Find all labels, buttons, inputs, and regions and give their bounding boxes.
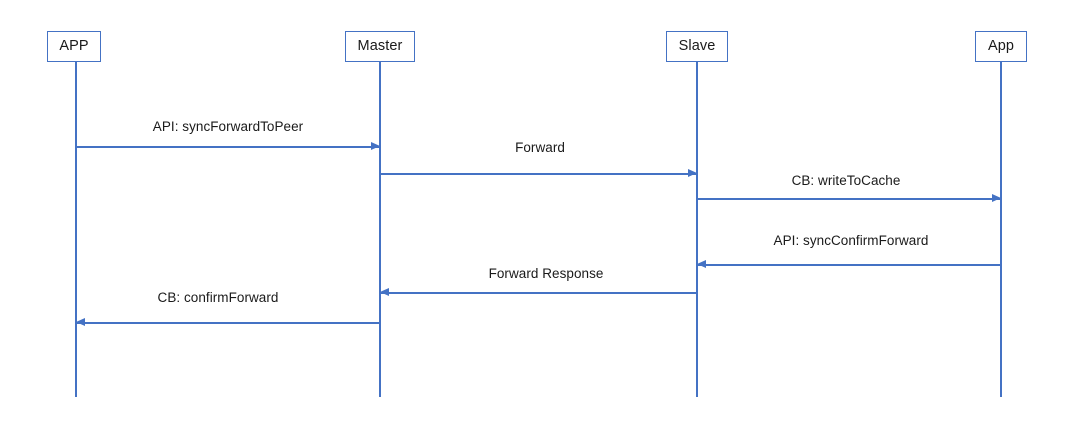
message-arrowhead-left (697, 260, 706, 269)
message-line-1[interactable] (76, 146, 380, 148)
lifeline-label: Master (357, 38, 403, 55)
lifeline-label: App (987, 38, 1015, 55)
message-label-5: Forward Response (488, 266, 604, 281)
message-arrowhead-right (688, 169, 697, 178)
lifeline-header-app_left[interactable]: APP (47, 31, 101, 62)
message-line-4[interactable] (697, 264, 1001, 266)
message-arrowhead-right (992, 194, 1001, 203)
lifeline-stem-slave (696, 62, 698, 397)
message-line-5[interactable] (380, 292, 697, 294)
lifeline-header-slave[interactable]: Slave (666, 31, 728, 62)
message-label-6: CB: confirmForward (157, 290, 279, 305)
lifeline-stem-app_right (1000, 62, 1002, 397)
message-line-6[interactable] (76, 322, 380, 324)
message-label-3: CB: writeToCache (791, 173, 901, 188)
lifeline-stem-master (379, 62, 381, 397)
lifeline-label: Slave (678, 38, 716, 55)
message-arrowhead-right (371, 142, 380, 151)
message-line-2[interactable] (380, 173, 697, 175)
message-label-4: API: syncConfirmForward (773, 233, 929, 248)
message-arrowhead-left (76, 318, 85, 327)
lifeline-header-master[interactable]: Master (345, 31, 415, 62)
lifeline-header-app_right[interactable]: App (975, 31, 1027, 62)
lifeline-label: APP (59, 38, 89, 55)
message-arrowhead-left (380, 288, 389, 297)
message-line-3[interactable] (697, 198, 1001, 200)
message-label-1: API: syncForwardToPeer (152, 119, 304, 134)
lifeline-stem-app_left (75, 62, 77, 397)
message-label-2: Forward (515, 140, 565, 155)
